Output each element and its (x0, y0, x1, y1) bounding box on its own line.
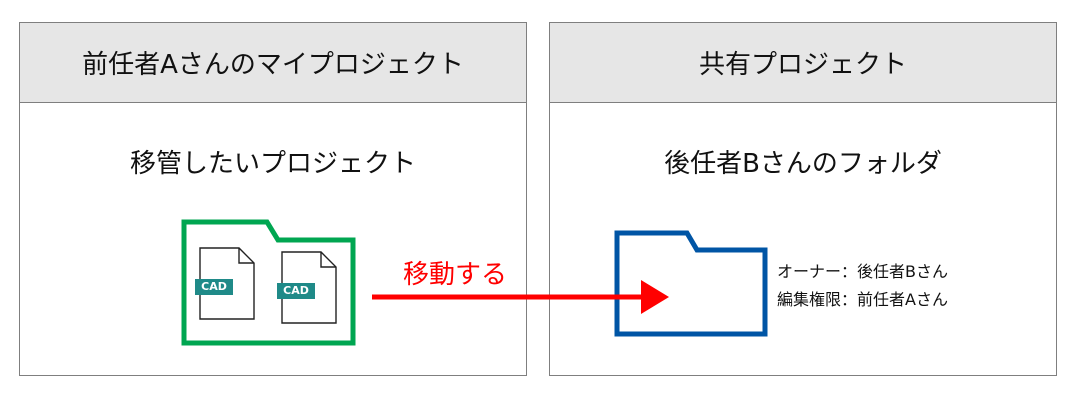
edit-permission-separator: ： (841, 290, 858, 309)
move-arrow-head (641, 280, 669, 314)
destination-panel: 共有プロジェクト 後任者Bさんのフォルダ (549, 22, 1057, 376)
owner-value: 後任者Bさん (857, 262, 949, 281)
cad-file-badge: CAD (277, 283, 315, 299)
owner-label: オーナー (777, 262, 842, 281)
file-corner-fold (320, 252, 336, 268)
blue-folder-icon (614, 230, 768, 337)
edit-permission-label: 編集権限 (777, 290, 842, 309)
source-project-title: 移管したいプロジェクト (129, 149, 416, 179)
cad-file-badge: CAD (195, 279, 233, 295)
move-arrow-label: 移動する (403, 260, 508, 290)
source-panel-header: 前任者Aさんのマイプロジェクト (20, 23, 526, 103)
edit-permission-info: 編集権限：前任者Aさん (777, 286, 948, 310)
edit-permission-value: 前任者Aさん (857, 290, 948, 309)
destination-panel-header: 共有プロジェクト (550, 23, 1056, 103)
source-panel: 前任者Aさんのマイプロジェクト 移管したいプロジェクト (19, 22, 527, 376)
owner-separator: ： (841, 262, 858, 281)
file-corner-fold (238, 248, 254, 264)
owner-info: オーナー：後任者Bさん (777, 258, 948, 282)
destination-folder-title: 後任者Bさんのフォルダ (664, 149, 942, 179)
